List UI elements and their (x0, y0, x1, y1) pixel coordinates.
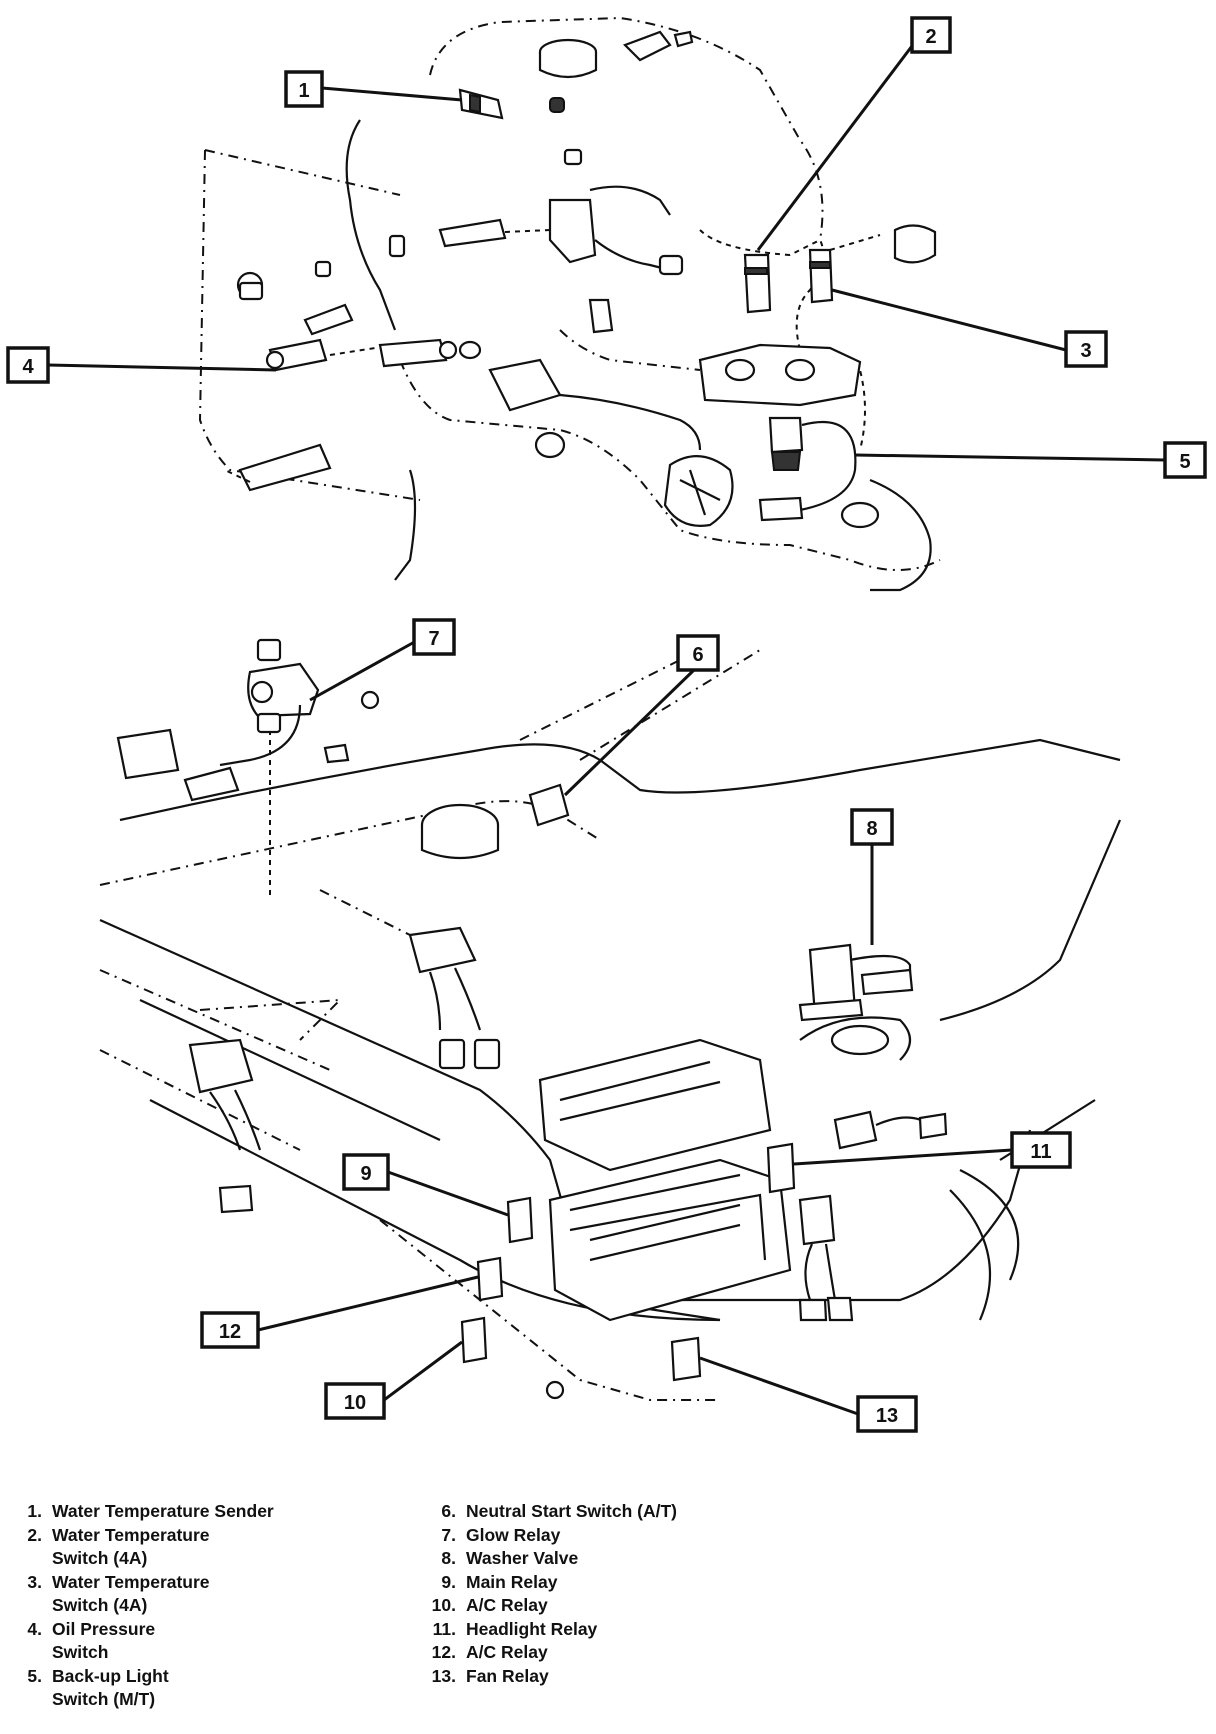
legend-item-6-text: Neutral Start Switch (A/T) (466, 1501, 677, 1521)
legend-item-13: 13.Fan Relay (431, 1665, 549, 1686)
callout-2: 2 (910, 16, 952, 54)
leader-7 (309, 638, 419, 702)
leader-11 (793, 1148, 1013, 1166)
callout-4: 4 (6, 346, 50, 384)
callout-11-label: 11 (1030, 1141, 1051, 1163)
legend-item-3: 3.Water Temperature Switch (4A) (27, 1571, 210, 1616)
leader-10 (383, 1340, 463, 1402)
legend-item-2: 2.Water Temperature Switch (4A) (27, 1524, 210, 1569)
callout-13: 13 (856, 1395, 918, 1433)
leader-3 (831, 288, 1067, 352)
legend-item-2-text: Water Temperature Switch (4A) (52, 1524, 210, 1569)
legend-item-11-text: Headlight Relay (466, 1618, 598, 1639)
callout-6: 6 (676, 634, 720, 672)
legend-item-13-text: Fan Relay (466, 1665, 549, 1686)
leader-13 (699, 1356, 859, 1416)
legend-item-8-text: Washer Valve (466, 1548, 579, 1568)
legend-item-6: 6.Neutral Start Switch (A/T) (441, 1501, 677, 1521)
body-illustration (99, 638, 1122, 1401)
leader-12 (257, 1275, 479, 1332)
callout-5: 5 (1163, 441, 1207, 479)
callout-12-label: 12 (219, 1321, 241, 1343)
component-location-diagram: 1 2 3 4 5 6 7 8 9 10 11 12 (6, 16, 1207, 1433)
legend-item-12-text: A/C Relay (466, 1642, 548, 1662)
legend-item-11: 11.Headlight Relay (432, 1618, 598, 1639)
callout-6-label: 6 (692, 644, 703, 666)
callout-7-label: 7 (428, 628, 439, 650)
leader-5 (854, 453, 1166, 462)
callout-3-label: 3 (1080, 340, 1091, 362)
callout-4-label: 4 (22, 356, 34, 378)
legend-item-4-text: Oil Pressure Switch (52, 1618, 156, 1663)
callout-1-label: 1 (298, 80, 309, 102)
legend-item-9: 9.Main Relay (441, 1571, 558, 1592)
legend-item-5-text: Back-up Light Switch (M/T) (52, 1665, 169, 1710)
legend-item-7-text: Glow Relay (466, 1524, 561, 1545)
legend-item-3-text: Water Temperature Switch (4A) (52, 1571, 210, 1616)
callout-5-label: 5 (1179, 451, 1190, 473)
legend-item-7: 7.Glow Relay (441, 1524, 561, 1545)
legend-item-10-text: A/C Relay (466, 1595, 548, 1615)
callout-11: 11 (1010, 1131, 1072, 1169)
callout-12: 12 (200, 1311, 260, 1349)
callout-2-label: 2 (925, 26, 936, 48)
callout-8: 8 (850, 808, 894, 846)
legend-left-column: 1.Water Temperature Sender 2.Water Tempe… (6, 1500, 274, 1712)
legend-item-4: 4.Oil Pressure Switch (27, 1618, 156, 1663)
callout-3: 3 (1064, 330, 1108, 368)
leader-4 (47, 363, 277, 372)
callout-8-label: 8 (866, 818, 877, 840)
legend-item-1: 1.Water Temperature Sender (27, 1501, 274, 1521)
callout-7: 7 (412, 618, 456, 656)
legend-item-9-text: Main Relay (466, 1571, 558, 1592)
callout-9: 9 (342, 1153, 390, 1191)
leader-6 (563, 668, 696, 797)
engine-illustration (198, 16, 941, 592)
legend-item-5: 5.Back-up Light Switch (M/T) (27, 1665, 169, 1710)
callout-13-label: 13 (876, 1405, 898, 1427)
leader-9 (387, 1170, 509, 1217)
callout-9-label: 9 (360, 1163, 371, 1185)
legend-item-1-text: Water Temperature Sender (52, 1501, 274, 1521)
leader-1 (321, 86, 463, 102)
legend-item-10: 10.A/C Relay (431, 1595, 548, 1615)
legend-item-12: 12.A/C Relay (431, 1642, 548, 1662)
callout-1: 1 (284, 70, 324, 108)
callout-10: 10 (324, 1382, 386, 1420)
legend-right-column: 6.Neutral Start Switch (A/T) 7.Glow Rela… (420, 1500, 677, 1688)
callout-10-label: 10 (344, 1392, 366, 1414)
legend-item-8: 8.Washer Valve (441, 1548, 579, 1568)
leader-lines (47, 45, 1166, 1416)
leader-2 (756, 45, 914, 251)
